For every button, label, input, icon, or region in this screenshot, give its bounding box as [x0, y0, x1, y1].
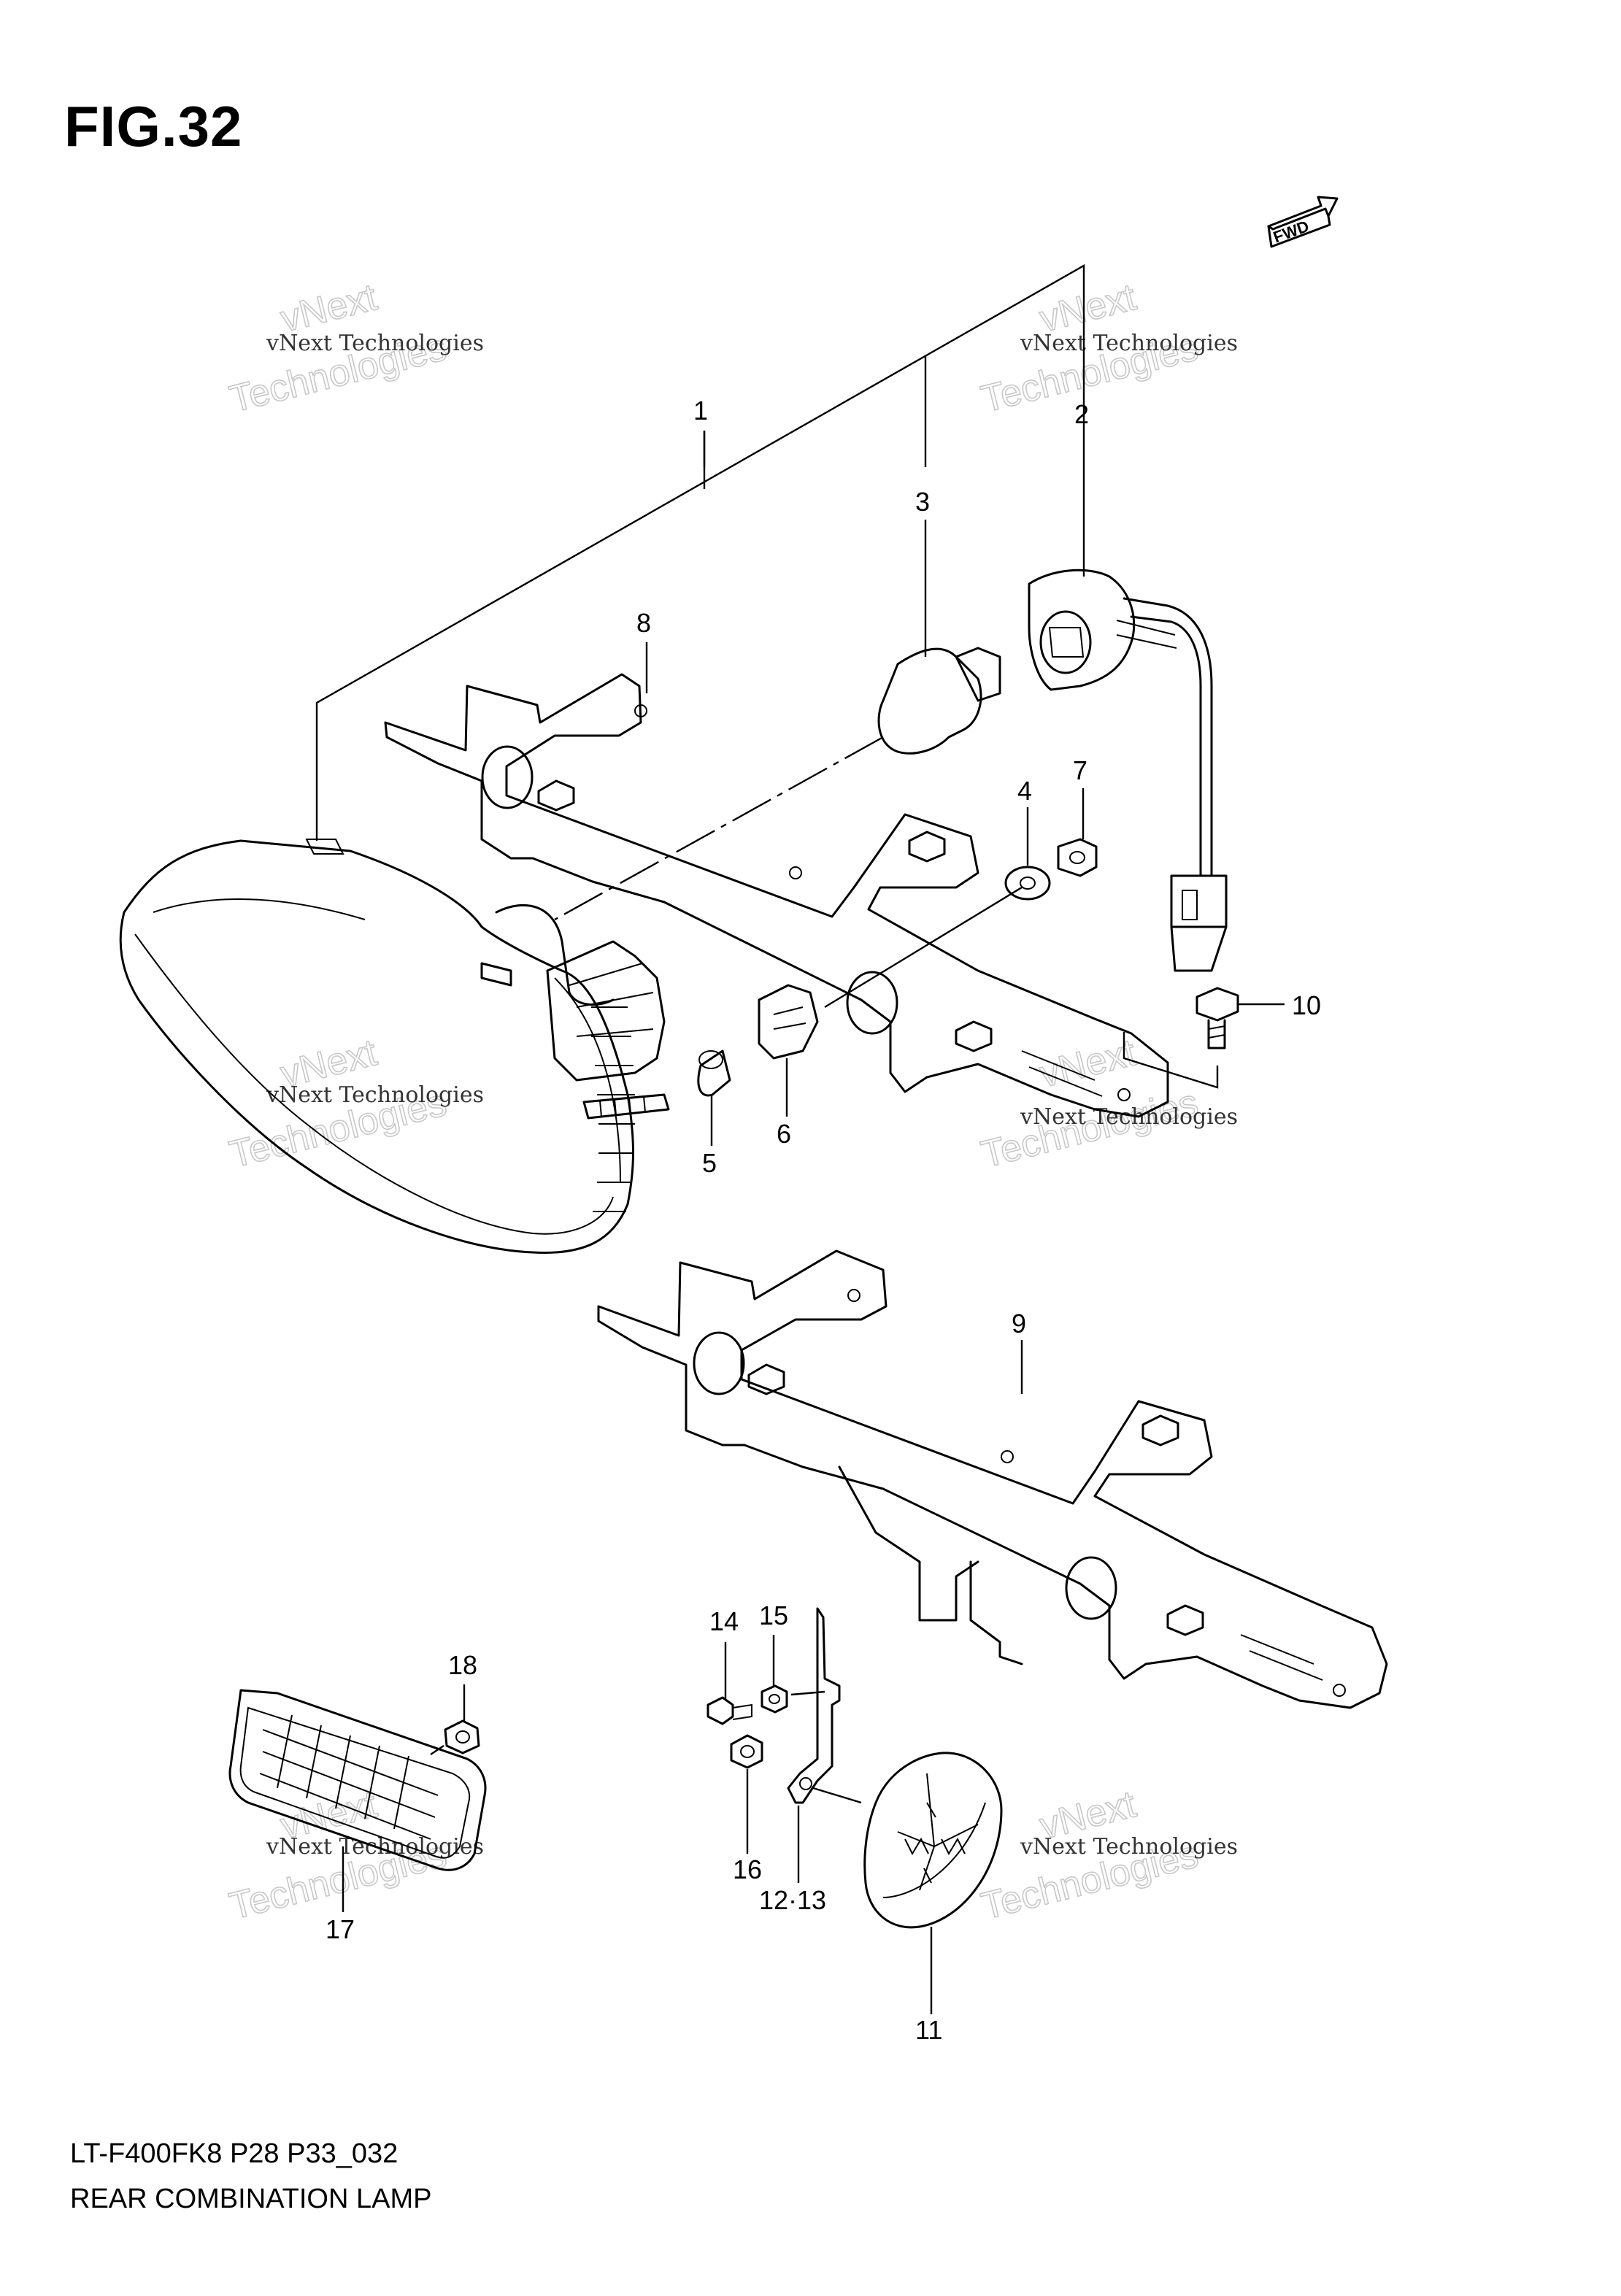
callout-11: 11: [915, 2015, 942, 2045]
callout-1: 1: [693, 396, 708, 425]
bracket-part-9: [597, 1249, 1388, 1709]
nut-part-7: [1057, 838, 1098, 877]
callout-5: 5: [702, 1148, 717, 1178]
svg-text:FWD: FWD: [1271, 217, 1312, 247]
callout-leaders: [342, 431, 1285, 2014]
nut-part-18: [430, 1719, 480, 1755]
svg-text:vNext Technologies: vNext Technologies: [1020, 331, 1238, 356]
watermark-bottom-right: vNext Technologies vNext Technologies: [977, 1782, 1238, 1928]
callout-6: 6: [777, 1119, 791, 1149]
svg-text:vNext Technologies: vNext Technologies: [1020, 1834, 1238, 1860]
nut-part-16: [730, 1734, 763, 1769]
watermark-bottom-left: vNext Technologies vNext Technologies: [225, 1782, 484, 1928]
callout-2: 2: [1074, 399, 1089, 429]
callout-8: 8: [636, 608, 651, 638]
figure-code: LT-F400FK8 P28 P33_032: [70, 2138, 398, 2169]
tail-lamp-part-1: [119, 839, 670, 1254]
bulb-part-3: [554, 647, 1001, 921]
nut-part-6: [758, 886, 1023, 1060]
figure-name: REAR COMBINATION LAMP: [70, 2184, 432, 2214]
side-reflector-part-17: [228, 1689, 487, 1898]
callout-labels: 1 2 3 4 5 6 7 8 9 10 11 12·13 14 15 16 1…: [326, 396, 1321, 2045]
spacer-part-5: [697, 1049, 731, 1097]
washer-part-4: [1004, 866, 1051, 901]
callout-7: 7: [1073, 755, 1087, 785]
callout-16: 16: [733, 1854, 762, 1884]
callout-3: 3: [915, 487, 930, 517]
svg-text:vNext Technologies: vNext Technologies: [266, 1082, 484, 1108]
watermark-top-left: vNext Technologies vNext Technologies: [225, 275, 484, 421]
callout-10: 10: [1292, 990, 1321, 1020]
callout-12-13: 12·13: [759, 1885, 826, 1915]
watermark-mid-right: vNext Technologies vNext Technologies: [977, 1030, 1238, 1176]
bolt-part-10: [1123, 987, 1239, 1089]
bracket-part-12-13: [787, 1607, 862, 1804]
figure-title: FIG.32: [64, 94, 243, 158]
socket-part-2: [1028, 569, 1228, 972]
svg-text:vNext Technologies: vNext Technologies: [266, 331, 484, 356]
callout-17: 17: [326, 1914, 355, 1944]
callout-9: 9: [1012, 1309, 1026, 1338]
watermark-top-right: vNext Technologies vNext Technologies: [977, 275, 1238, 421]
bracket-part-8: [384, 673, 1169, 1118]
callout-18: 18: [448, 1650, 477, 1680]
watermark-mid-left: vNext Technologies vNext Technologies: [225, 1030, 484, 1176]
reflector-part-11: [863, 1752, 1003, 1929]
screw-part-14: [706, 1696, 752, 1725]
nut-part-15: [761, 1684, 825, 1714]
callout-14: 14: [709, 1606, 739, 1636]
fwd-arrow-icon: FWD: [1267, 196, 1339, 248]
svg-text:vNext Technologies: vNext Technologies: [1020, 1104, 1238, 1130]
callout-4: 4: [1017, 776, 1032, 806]
callout-15: 15: [759, 1600, 788, 1630]
